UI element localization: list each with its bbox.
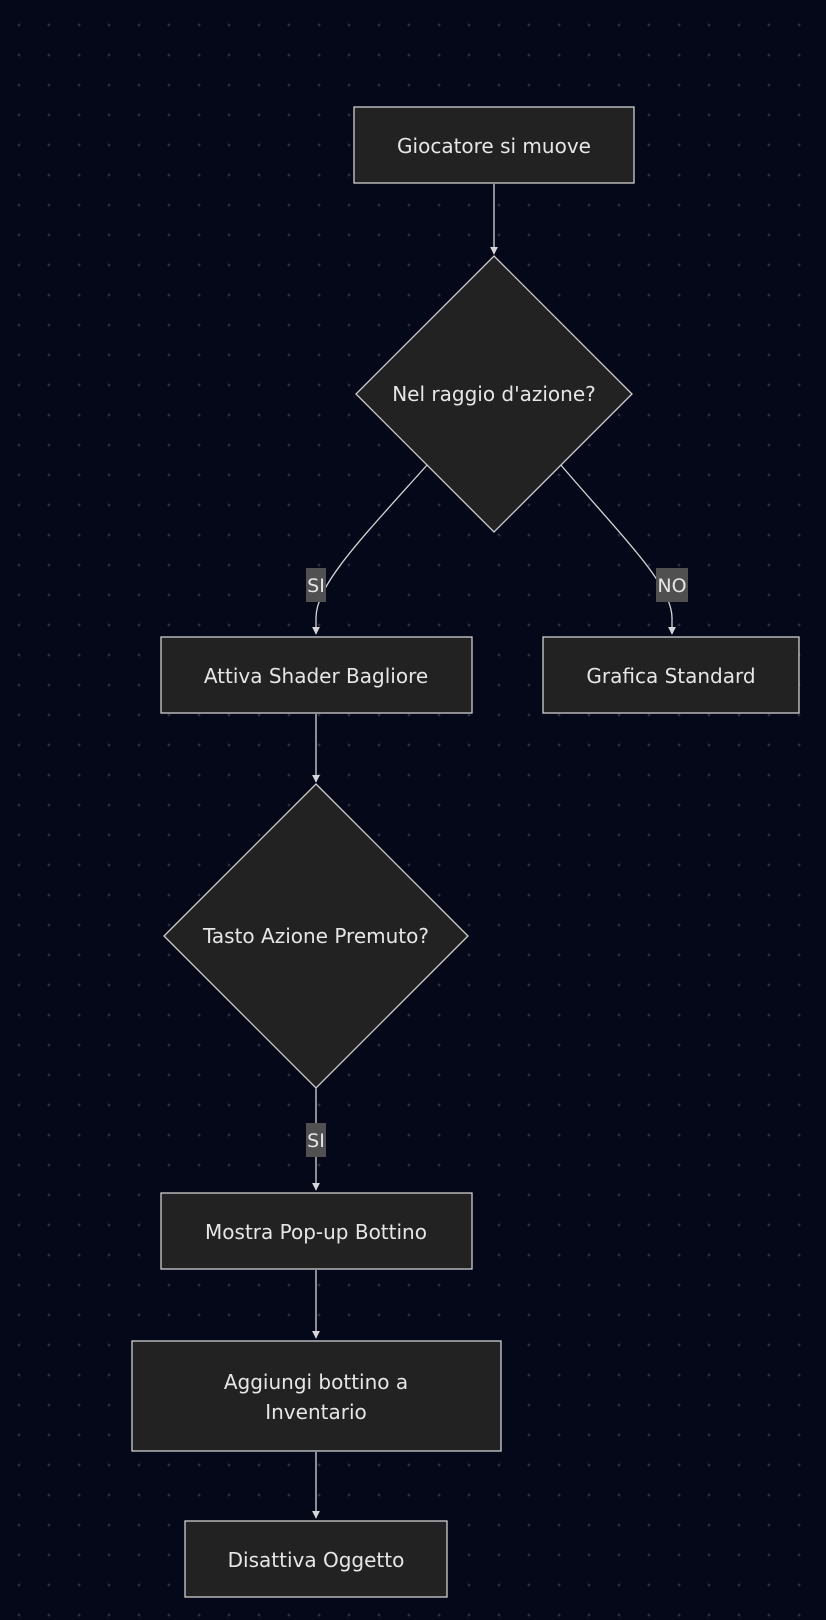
node-glow: Attiva Shader Bagliore — [160, 636, 473, 714]
edge-label-range-no-text: NO — [657, 575, 686, 597]
edge-label-range-yes-text: SI — [307, 575, 325, 597]
node-start: Giocatore si muove — [353, 106, 635, 184]
node-inventory-label-line1: Aggiungi bottino a — [224, 1370, 408, 1394]
node-inventory-label-line2: Inventario — [265, 1400, 367, 1424]
node-standard-label: Grafica Standard — [586, 664, 755, 688]
node-range-check-label: Nel raggio d'azione? — [392, 382, 596, 406]
node-deactivate-label: Disattiva Oggetto — [228, 1548, 405, 1572]
edge-label-action-yes-text: SI — [307, 1130, 325, 1152]
node-deactivate: Disattiva Oggetto — [184, 1520, 448, 1598]
edge-label-action-yes: SI — [306, 1123, 326, 1157]
node-action-check: Tasto Azione Premuto? — [163, 783, 469, 1089]
node-popup-label: Mostra Pop-up Bottino — [205, 1220, 427, 1244]
node-action-check-label: Tasto Azione Premuto? — [202, 924, 429, 948]
node-range-check: Nel raggio d'azione? — [355, 255, 633, 533]
node-standard: Grafica Standard — [542, 636, 800, 714]
edge-label-range-no: NO — [656, 568, 688, 602]
node-start-label: Giocatore si muove — [397, 134, 591, 158]
edge-label-range-yes: SI — [306, 568, 326, 602]
edge-range-check-no — [559, 463, 676, 635]
node-glow-label: Attiva Shader Bagliore — [204, 664, 428, 688]
edge-range-check-yes — [312, 463, 429, 635]
node-inventory: Aggiungi bottino a Inventario — [131, 1340, 502, 1452]
node-popup: Mostra Pop-up Bottino — [160, 1192, 473, 1270]
